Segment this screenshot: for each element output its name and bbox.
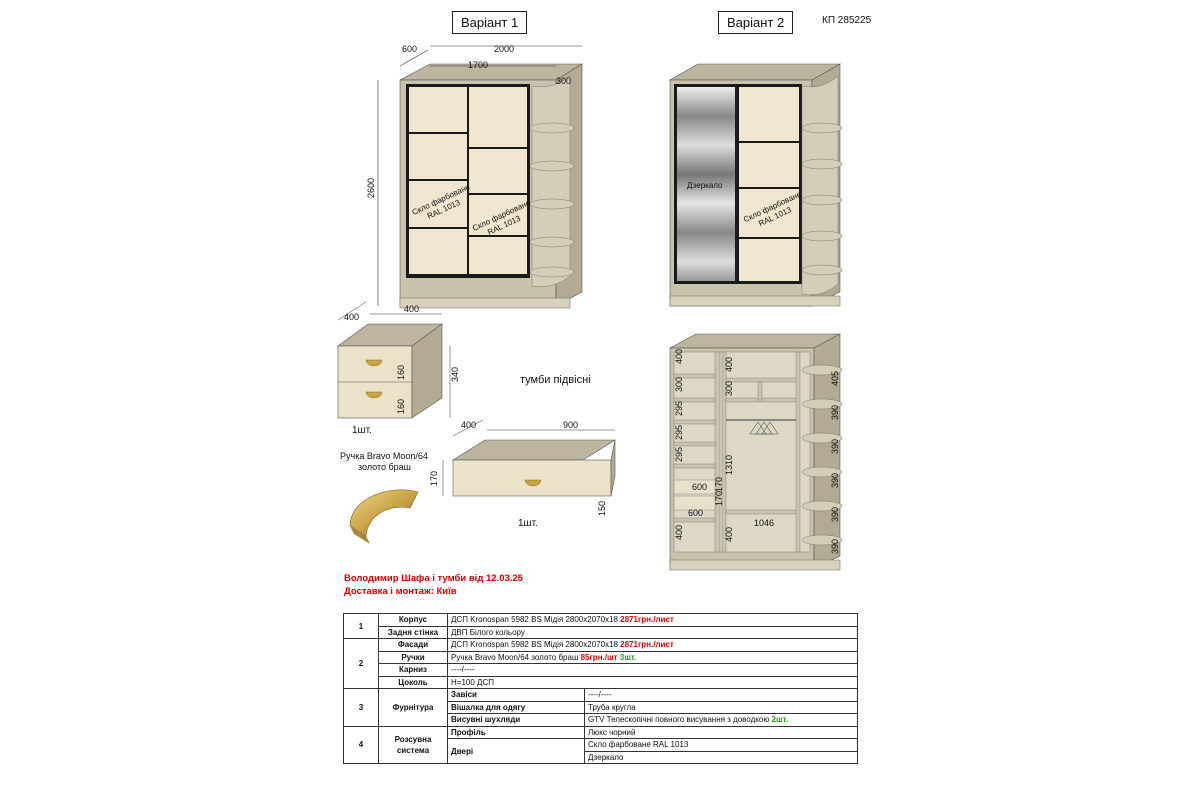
variant-1-label: Варіант 1	[452, 11, 528, 34]
table-cell: ДВП Білого кольору	[447, 625, 858, 639]
table-cell: ----/----	[584, 688, 858, 702]
table-cell: Дзеркало	[584, 750, 858, 764]
table-cell: H=100 ДСП	[447, 675, 858, 689]
table-subheader: Ручки	[378, 650, 448, 664]
table-row: Висувні шухляди GTV Телескопічні повного…	[344, 713, 858, 727]
wardrobe2-mirror-label: Дзеркало	[687, 181, 723, 190]
wardrobe1-dim-depth: 600	[402, 44, 417, 54]
table-row: 2 Фасади ДСП Kronospan 5982 BS Мідія 280…	[343, 638, 858, 689]
table-row: Двері Скло фарбоване RAL 1013	[344, 738, 858, 764]
handle-caption-2: золото браш	[358, 462, 411, 472]
interior-right-dim-6: 390	[830, 539, 840, 554]
long-unit-qty: 1шт.	[518, 518, 538, 529]
customer-order-line: Володимир Шафа і тумби від 12.03.25	[344, 573, 523, 584]
table-row: 1 Корпус ДСП Kronospan 5982 BS Мідія 280…	[343, 613, 858, 639]
interior-left-dim-2: 300	[674, 377, 684, 392]
table-cell: Люкс чорний	[584, 725, 858, 739]
interior-drawer-height-2: 170	[714, 477, 724, 492]
specification-table: 1 Корпус ДСП Kronospan 5982 BS Мідія 280…	[343, 613, 858, 764]
variant-2-label: Варіант 2	[718, 11, 794, 34]
handle-caption-1: Ручка Bravo Moon/64	[340, 451, 428, 461]
table-subheader: Профіль	[447, 725, 585, 739]
table-row: Цоколь H=100 ДСП	[344, 675, 858, 689]
table-cell: ДСП Kronospan 5982 BS Мідія 2800х2070х18…	[447, 613, 858, 627]
table-cell: ----/----	[447, 663, 858, 677]
row-number: 4	[343, 725, 379, 764]
nightstand-dim-width: 400	[404, 304, 419, 314]
interior-left-dim-4: 295	[674, 425, 684, 440]
wardrobe1-dim-inner: 1700	[468, 60, 488, 70]
interior-center-dim-2: 300	[724, 381, 734, 396]
interior-left-dim-3: 295	[674, 401, 684, 416]
wardrobe-variant-1: 600 2000 1700 300 2600 Скло фарбоване RA…	[366, 44, 584, 309]
nightstand-drawing: 400 400 340 160 160	[337, 301, 460, 419]
table-subheader: Цоколь	[378, 675, 448, 689]
wardrobe1-dim-width: 2000	[494, 44, 514, 54]
long-unit-drawing: 400 900 170 150	[429, 420, 617, 516]
long-unit-dim-front: 150	[597, 501, 607, 516]
table-subheader: Задня стінка	[378, 625, 448, 639]
interior-right-dim-1: 405	[830, 371, 840, 386]
customer-delivery-line: Доставка і монтаж: Київ	[344, 586, 457, 597]
wardrobe1-dim-height: 2600	[366, 178, 376, 198]
document-code: КП 285225	[822, 15, 872, 26]
interior-right-dim-2: 390	[830, 405, 840, 420]
table-row: Карниз ----/----	[344, 663, 858, 677]
handle-photo	[349, 489, 419, 544]
table-subheader: Двері	[447, 738, 585, 764]
nightstand-dim-total: 340	[450, 367, 460, 382]
row-number: 2	[343, 638, 379, 689]
table-row: Задня стінка ДВП Білого кольору	[344, 625, 858, 639]
table-subheader: Карниз	[378, 663, 448, 677]
nightstand-qty: 1шт.	[352, 425, 372, 436]
interior-bottom-width: 1046	[754, 518, 774, 528]
row-number: 3	[343, 688, 379, 727]
table-row: 3 Фурнітура Завіси ----/----	[343, 688, 858, 727]
interior-drawer-dim-1: 600	[692, 482, 707, 492]
hanging-note: тумби підвісні	[520, 374, 591, 386]
row-number: 1	[343, 613, 379, 639]
table-subheader: Вішалка для одягу	[447, 700, 585, 714]
long-unit-dim-width: 900	[563, 420, 578, 430]
nightstand-dim-depth: 400	[344, 312, 359, 322]
nightstand-drawer1-height: 160	[396, 365, 406, 380]
table-category: Фурнітура	[378, 688, 448, 727]
long-unit-dim-depth: 400	[461, 420, 476, 430]
table-cell: ДСП Kronospan 5982 BS Мідія 2800х2070х18…	[447, 638, 858, 652]
interior-center-dim-1: 400	[724, 357, 734, 372]
nightstand-drawer2-height: 160	[396, 399, 406, 414]
interior-right-dim-3: 390	[830, 439, 840, 454]
table-row: Дзеркало	[344, 750, 858, 764]
interior-left-dim-6: 400	[674, 525, 684, 540]
interior-right-dim-4: 390	[830, 473, 840, 488]
interior-drawer-dim-2: 600	[688, 508, 703, 518]
table-subheader: Фасади	[378, 638, 448, 652]
table-cell: Труба кругла	[584, 700, 858, 714]
long-unit-dim-height: 170	[429, 471, 439, 486]
table-row: Ручки Ручка Bravo Moon/64 золото браш 85…	[344, 650, 858, 664]
table-subheader: Завіси	[447, 688, 585, 702]
table-subheader: Корпус	[378, 613, 448, 627]
wardrobe-interior-view: 400 300 295 295 295 400 400 300 1310 400…	[669, 333, 843, 571]
table-cell: Ручка Bravo Moon/64 золото браш 85грн./ш…	[447, 650, 858, 664]
interior-left-dim-5: 295	[674, 447, 684, 462]
interior-left-dim-1: 400	[674, 349, 684, 364]
interior-center-dim-3: 1310	[724, 455, 734, 475]
table-subheader: Висувні шухляди	[447, 713, 585, 727]
interior-right-dim-5: 390	[830, 507, 840, 522]
wardrobe1-dim-side: 300	[556, 76, 571, 86]
table-cell: Скло фарбоване RAL 1013	[584, 738, 858, 752]
interior-center-dim-4: 400	[724, 527, 734, 542]
wardrobe-variant-2: Дзеркало Скло фарбоване RAL 1013	[668, 63, 843, 307]
interior-drawer-height-1: 170	[714, 491, 724, 506]
table-cell: GTV Телескопічні повного висування з дов…	[584, 713, 858, 727]
